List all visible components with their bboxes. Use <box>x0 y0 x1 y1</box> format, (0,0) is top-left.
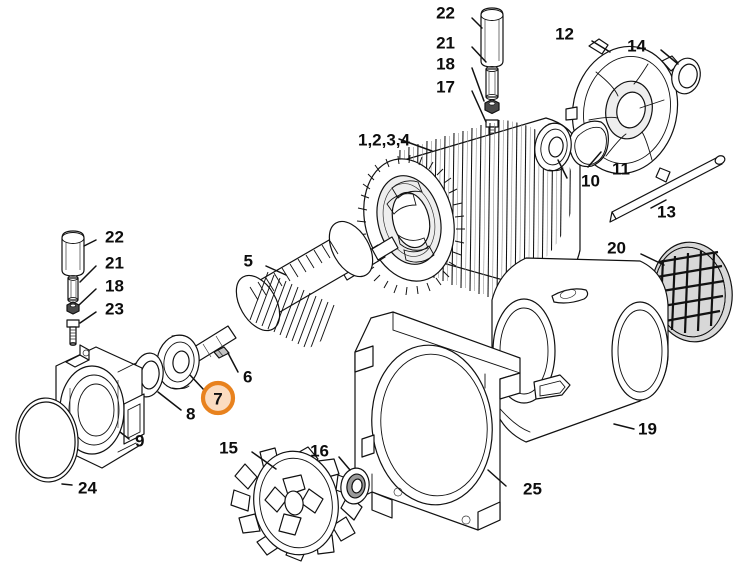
callout-20[interactable]: 20 <box>607 238 626 257</box>
part-group-left-hardware <box>61 230 85 346</box>
callout-18-top[interactable]: 18 <box>436 54 455 73</box>
highlight-ring[interactable] <box>200 380 236 416</box>
callout-17-top[interactable]: 17 <box>436 77 455 96</box>
part-18-nut-left <box>66 301 80 315</box>
callout-14[interactable]: 14 <box>627 36 646 55</box>
callout-19[interactable]: 19 <box>638 419 657 438</box>
highlight-label: 7 <box>213 390 222 409</box>
callout-22-top[interactable]: 22 <box>436 3 455 22</box>
part-21-sleeve-top <box>485 65 499 101</box>
part-14-retaining-ring <box>660 49 701 95</box>
callout-10[interactable]: 10 <box>581 171 600 190</box>
callout-8[interactable]: 8 <box>186 404 195 423</box>
part-22-cap-left <box>61 230 85 277</box>
callout-6[interactable]: 6 <box>243 367 252 386</box>
part-22-cap-top <box>480 7 504 68</box>
part-11-gasket <box>568 120 609 168</box>
part-19-motor-shroud <box>491 257 669 443</box>
part-6-woodruff-key <box>213 346 239 373</box>
callout-5[interactable]: 5 <box>244 251 253 270</box>
part-7-ball-bearing <box>156 334 205 391</box>
part-15-cooling-fan <box>230 446 363 562</box>
highlighted-callout-7[interactable]: 7 <box>200 380 236 416</box>
part-23-screw-left <box>66 319 80 346</box>
callout-9[interactable]: 9 <box>135 431 144 450</box>
callout-12[interactable]: 12 <box>555 24 574 43</box>
leader-lines <box>78 17 487 324</box>
callout-21-left[interactable]: 21 <box>105 253 124 272</box>
callout-11[interactable]: 11 <box>612 159 630 178</box>
part-18-nut-top <box>484 98 500 115</box>
callout-24[interactable]: 24 <box>78 478 97 497</box>
part-group-top-hardware <box>480 7 504 148</box>
part-16-fan-ring <box>338 456 370 505</box>
callout-layer: 22 21 18 17 1,2,3,4 12 14 11 10 13 20 19… <box>78 3 676 498</box>
callout-22-left[interactable]: 22 <box>105 227 124 246</box>
callout-23[interactable]: 23 <box>105 299 124 318</box>
part-25-mounting-bracket <box>354 311 521 531</box>
callout-25[interactable]: 25 <box>523 479 542 498</box>
part-13-tie-rod <box>609 155 726 223</box>
callout-13[interactable]: 13 <box>657 202 676 221</box>
part-10-ball-bearing <box>534 122 572 179</box>
part-5-armature-rotor <box>183 220 399 366</box>
callout-21-top[interactable]: 21 <box>436 33 455 52</box>
callout-18-left[interactable]: 18 <box>105 276 124 295</box>
part-20-air-grille <box>640 241 733 343</box>
callout-15[interactable]: 15 <box>219 438 238 457</box>
part-21-sleeve-left <box>67 275 79 303</box>
callout-16[interactable]: 16 <box>310 441 329 460</box>
callout-1234[interactable]: 1,2,3,4 <box>358 130 411 149</box>
part-24-o-ring <box>15 397 79 486</box>
